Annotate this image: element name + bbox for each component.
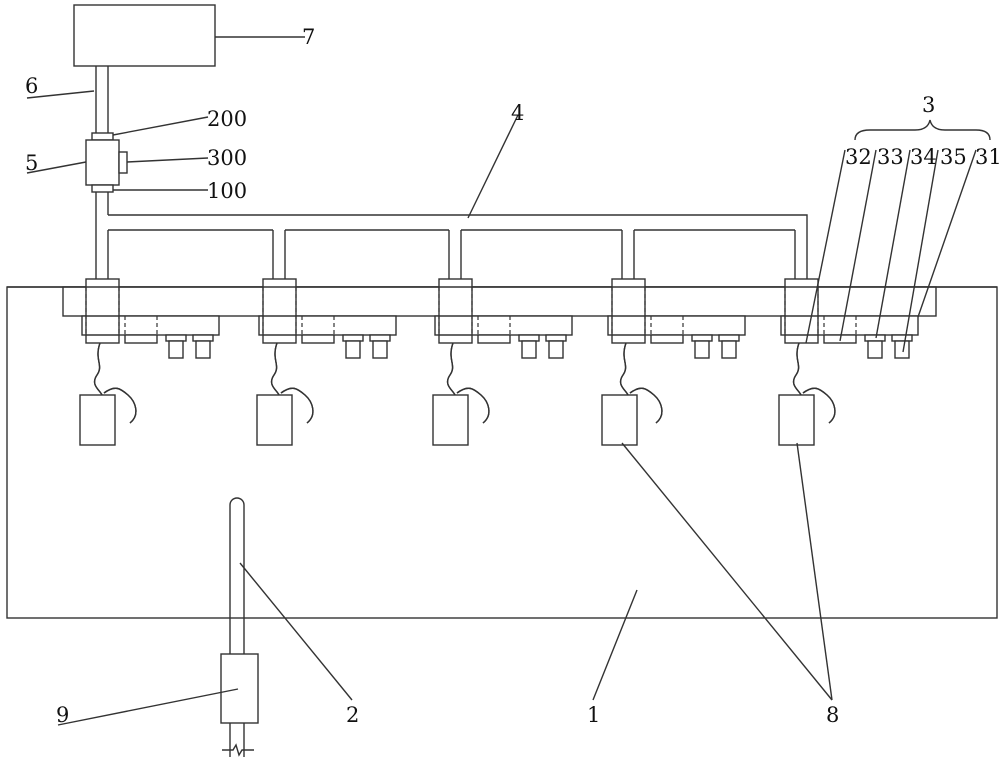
label-31: 31 [975, 145, 1000, 169]
group-brace [854, 119, 991, 141]
valve-block [650, 334, 684, 344]
sensor-box [778, 394, 815, 446]
fitting [691, 334, 713, 342]
fitting [891, 334, 913, 342]
label-9: 9 [56, 703, 69, 727]
label-6: 6 [25, 74, 38, 98]
fitting-stem [867, 340, 883, 359]
label-4: 4 [511, 101, 524, 125]
fitting-stem [372, 340, 388, 359]
sensor-box [432, 394, 469, 446]
label-300: 300 [207, 146, 247, 170]
pipe-collar [262, 278, 297, 344]
label-5: 5 [25, 151, 38, 175]
label-35: 35 [940, 145, 967, 169]
fitting [192, 334, 214, 342]
fixture-unit [601, 278, 746, 446]
fitting [369, 334, 391, 342]
fitting [518, 334, 540, 342]
pipe-collar [438, 278, 473, 344]
fitting-stem [548, 340, 564, 359]
label-7: 7 [302, 25, 315, 49]
pipe-collar [611, 278, 646, 344]
fixture-unit [256, 278, 397, 446]
sensor-box [601, 394, 638, 446]
valve-block [477, 334, 511, 344]
label-1: 1 [587, 703, 600, 727]
label-32: 32 [845, 145, 872, 169]
fitting-stem [721, 340, 737, 359]
sensor-box [79, 394, 116, 446]
label-3: 3 [922, 93, 935, 117]
fitting-stem [694, 340, 710, 359]
manifold-pipe [107, 214, 808, 279]
fitting-stem [521, 340, 537, 359]
fitting-stem [168, 340, 184, 359]
fixture-unit [778, 278, 919, 446]
label-33: 33 [877, 145, 904, 169]
label-8: 8 [826, 703, 839, 727]
fitting [545, 334, 567, 342]
fitting [864, 334, 886, 342]
fixture-unit [432, 278, 573, 446]
label-200: 200 [207, 107, 247, 131]
fitting [718, 334, 740, 342]
valve-block [301, 334, 335, 344]
fitting-stem [894, 340, 910, 359]
label-2: 2 [346, 703, 359, 727]
fitting [342, 334, 364, 342]
label-34: 34 [910, 145, 937, 169]
fitting-stem [195, 340, 211, 359]
valve-block [124, 334, 158, 344]
pipe-collar [85, 278, 120, 344]
sleeve [220, 653, 259, 724]
fitting-stem [345, 340, 361, 359]
control-box [73, 4, 216, 67]
label-100: 100 [207, 179, 247, 203]
fixture-unit [79, 278, 220, 446]
leader-lines [26, 36, 977, 726]
sensor-box [256, 394, 293, 446]
connector [85, 132, 128, 193]
fitting [165, 334, 187, 342]
